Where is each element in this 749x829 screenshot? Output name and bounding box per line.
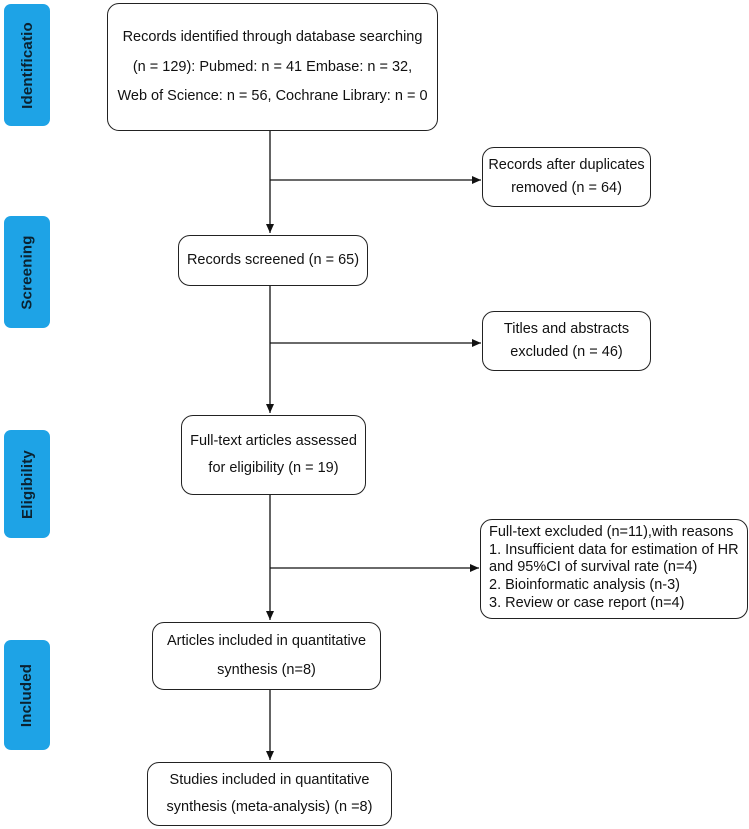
quantitative-line-2: synthesis (n=8): [217, 662, 316, 678]
titles-excluded-line-2: excluded (n = 46): [510, 344, 623, 360]
identified-line-3: Web of Science: n = 56, Cochrane Library…: [117, 88, 428, 105]
fulltext-assessed-line-2: for eligibility (n = 19): [208, 460, 339, 476]
duplicates-line-1: Records after duplicates: [488, 157, 645, 174]
stage-eligibility: Eligibility: [4, 430, 50, 538]
fulltext-excluded-line-4: 2. Bioinformatic analysis (n-3): [489, 577, 680, 594]
screened-line-1: Records screened (n = 65): [186, 252, 360, 269]
fulltext-excluded-line-3: and 95%CI of survival rate (n=4): [489, 559, 698, 576]
box-studies-meta-analysis: Studies included in quantitative synthes…: [147, 762, 392, 826]
box-duplicates-removed: Records after duplicates removed (n = 64…: [482, 147, 651, 207]
meta-line-2: synthesis (meta-analysis) (n =8): [166, 799, 373, 815]
box-titles-excluded: Titles and abstracts excluded (n = 46): [482, 311, 651, 371]
box-articles-quantitative: Articles included in quantitative synthe…: [152, 622, 381, 690]
stage-screening: Screening: [4, 216, 50, 328]
box-records-identified: Records identified through database sear…: [107, 3, 438, 131]
meta-line-1: Studies included in quantitative: [169, 772, 370, 789]
identified-line-1: Records identified through database sear…: [122, 29, 423, 46]
fulltext-excluded-line-1: Full-text excluded (n=11),with reasons: [489, 524, 734, 540]
duplicates-line-2: removed (n = 64): [511, 180, 622, 196]
box-records-screened: Records screened (n = 65): [178, 235, 368, 286]
fulltext-excluded-line-2: 1. Insufficient data for estimation of H…: [489, 541, 739, 558]
stage-included: Included: [4, 640, 50, 750]
fulltext-excluded-line-5: 3. Review or case report (n=4): [489, 594, 685, 611]
stage-identification: Identificatio: [4, 4, 50, 126]
identified-line-2: (n = 129): Pubmed: n = 41 Embase: n = 32…: [132, 58, 413, 75]
fulltext-assessed-line-1: Full-text articles assessed: [190, 433, 357, 450]
quantitative-line-1: Articles included in quantitative: [166, 633, 367, 650]
titles-excluded-line-1: Titles and abstracts: [503, 321, 630, 338]
box-fulltext-excluded: Full-text excluded (n=11),with reasons 1…: [480, 519, 748, 619]
box-fulltext-assessed: Full-text articles assessed for eligibil…: [181, 415, 366, 495]
